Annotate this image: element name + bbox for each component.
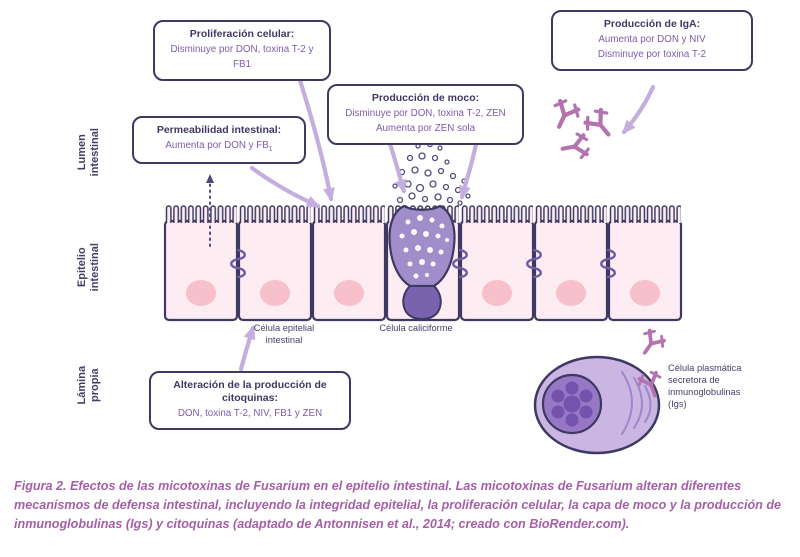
arrow-iga bbox=[621, 84, 656, 135]
callout-proliferacion: Proliferación celular: Disminuye por DON… bbox=[153, 20, 331, 81]
callout-citoquinas-title: Alteración de la producción de citoquina… bbox=[173, 379, 327, 405]
epithelial-cell bbox=[607, 205, 683, 322]
tight-junction-icons bbox=[230, 248, 616, 279]
callout-permeabilidad-title: Permeabilidad intestinal: bbox=[156, 124, 282, 136]
microvilli bbox=[239, 205, 311, 223]
figure-caption-label: Figura 2. bbox=[14, 479, 67, 493]
callout-citoquinas: Alteración de la producción de citoquina… bbox=[149, 371, 351, 430]
cell-nucleus bbox=[556, 280, 586, 306]
callout-moco-line1: Disminuye por DON, toxina T-2, ZEN bbox=[345, 108, 506, 120]
cell-nucleus bbox=[260, 280, 290, 306]
axis-label-lumen: Lumen intestinal bbox=[75, 128, 101, 177]
plasma-cell-nucleolus bbox=[551, 381, 593, 427]
microvilli bbox=[165, 205, 237, 223]
antibody-icon bbox=[548, 98, 582, 132]
callout-proliferacion-title: Proliferación celular: bbox=[189, 28, 295, 40]
arrow-permeabilidad bbox=[249, 165, 321, 209]
microvilli bbox=[461, 205, 533, 223]
figure-caption: Figura 2. Efectos de las micotoxinas de … bbox=[14, 477, 788, 534]
arrow-citoquinas bbox=[238, 325, 256, 372]
arrow-moco-right bbox=[459, 141, 479, 200]
microvilli bbox=[609, 205, 681, 223]
tight-junction-icon bbox=[452, 248, 468, 279]
epithelial-cell bbox=[533, 205, 609, 322]
callout-permeabilidad: Permeabilidad intestinal: Aumenta por DO… bbox=[132, 116, 306, 164]
mucus-granules bbox=[399, 215, 449, 279]
tight-junction-icon bbox=[230, 248, 246, 279]
antibody-icon bbox=[561, 133, 590, 161]
label-celula-epitelial: Célula epitelial intestinal bbox=[253, 323, 315, 346]
callout-citoquinas-body: DON, toxina T-2, NIV, FB1 y ZEN bbox=[177, 408, 323, 420]
cell-nucleus bbox=[186, 280, 216, 306]
goblet-cell-base bbox=[402, 285, 442, 321]
callout-moco: Producción de moco: Disminuye por DON, t… bbox=[327, 84, 524, 145]
antibody-icon bbox=[633, 325, 669, 361]
microvilli bbox=[535, 205, 607, 223]
goblet-cell bbox=[388, 204, 456, 321]
callout-permeabilidad-body: Aumenta por DON y FB1 bbox=[165, 140, 273, 154]
secreted-mucus-dots bbox=[392, 140, 471, 206]
antibody-icon bbox=[582, 106, 618, 142]
label-celula-plasmatica: Célula plasmática secretora de inmunoglo… bbox=[668, 363, 742, 410]
callout-iga-line2: Disminuye por toxina T-2 bbox=[597, 48, 707, 60]
epithelial-cell bbox=[163, 205, 239, 322]
figure-caption-text: Efectos de las micotoxinas de Fusarium e… bbox=[14, 479, 782, 531]
arrow-moco-left bbox=[387, 141, 407, 194]
callout-iga: Producción de IgA: Aumenta por DON y NIV… bbox=[551, 10, 753, 71]
arrows bbox=[238, 71, 656, 372]
cell-nucleus bbox=[630, 280, 660, 306]
callout-moco-title: Producción de moco: bbox=[371, 92, 480, 104]
callout-iga-title: Producción de IgA: bbox=[603, 18, 701, 30]
callout-proliferacion-body: Disminuye por DON, toxina T-2 y FB1 bbox=[170, 44, 314, 70]
tight-junction-icon bbox=[526, 248, 542, 279]
label-celula-caliciforme: Célula caliciforme bbox=[379, 323, 453, 333]
tight-junction-icon bbox=[600, 248, 616, 279]
cell-nucleus bbox=[482, 280, 512, 306]
axis-label-lamina: Lámina propia bbox=[75, 365, 101, 405]
plasma-cell bbox=[533, 355, 661, 455]
callout-iga-line1: Aumenta por DON y NIV bbox=[598, 34, 706, 46]
callout-moco-line2: Aumenta por ZEN sola bbox=[375, 122, 476, 134]
axis-label-epitelio: Epitelio intestinal bbox=[75, 243, 101, 292]
epithelial-cell bbox=[311, 205, 387, 322]
epithelial-cell bbox=[459, 205, 535, 322]
microvilli bbox=[313, 205, 385, 223]
endoplasmic-reticulum bbox=[621, 371, 652, 435]
cell-nucleus bbox=[334, 280, 364, 306]
antibody-cluster bbox=[548, 98, 618, 161]
epithelial-cell bbox=[237, 205, 313, 322]
arrow-proliferacion bbox=[295, 71, 335, 202]
